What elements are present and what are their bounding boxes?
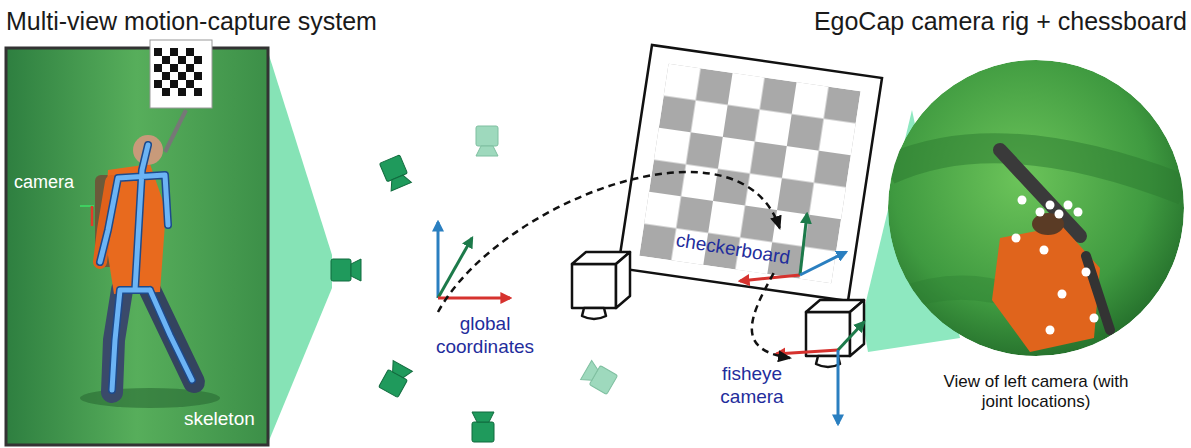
checkerboard-board [618,45,882,301]
camera-axis [91,206,94,226]
photo-label: skeleton [184,408,255,431]
axis-y [800,214,807,275]
axis-y [838,322,864,350]
cube-face [572,264,616,308]
node-text: global coordinates [432,313,538,359]
torso [992,226,1100,352]
rig-camera [572,252,630,319]
cube-lens [582,308,606,319]
joint-dot [1012,234,1021,243]
joint-dot [1046,326,1055,335]
mocap-camera [472,412,494,442]
cube-face [616,252,630,308]
cube-lens [816,356,840,367]
board-frame [618,45,882,301]
joint-dot [1090,314,1099,323]
panel-title: EgoCap camera rig + chessboard [814,6,1187,36]
photo-label: camera [14,172,74,194]
head-checkerboard [150,40,212,108]
fisheye-ground [888,60,1184,356]
diagram-label-node: fisheye camera [712,362,792,410]
diagram-label-node: global coordinates [430,312,540,360]
node-text: fisheye camera [714,363,790,409]
fisheye-view [888,60,1184,356]
arm [1000,150,1080,236]
head-checkerboard-pattern [154,48,202,96]
photo-panel [6,48,268,445]
mocap-camera [379,155,411,191]
mocap-camera [331,259,361,281]
joint-dot [1082,268,1091,277]
view-wedge [268,52,332,443]
axis-y [438,238,472,298]
axis-z [437,222,440,298]
joint-dot [1040,246,1049,255]
diagram-label-node: checkerboard [672,228,794,271]
joint-dot [1036,208,1045,217]
joint-dot [1074,208,1083,217]
mount-pole [165,110,186,152]
strap [1086,256,1110,330]
skeleton-outline [100,145,192,390]
joint-dot [1055,210,1064,219]
axis-z [837,350,840,424]
mocap-camera [476,126,498,156]
axis-x [776,350,838,354]
mocap-camera [379,361,413,398]
mocap-camera [581,360,618,394]
dashed-transform-arrow [752,273,790,358]
panel-title: Multi-view motion-capture system [6,6,377,36]
view-caption: View of left camera (with joint location… [936,372,1136,413]
joint-dot [1018,196,1027,205]
joint-dot [1064,201,1073,210]
node-text: checkerboard [674,229,791,270]
rig-camera [806,300,864,367]
skeleton-bones [100,145,192,390]
axis-z [800,252,846,275]
joint-dot [1058,290,1067,299]
joint-dot [1046,201,1055,210]
